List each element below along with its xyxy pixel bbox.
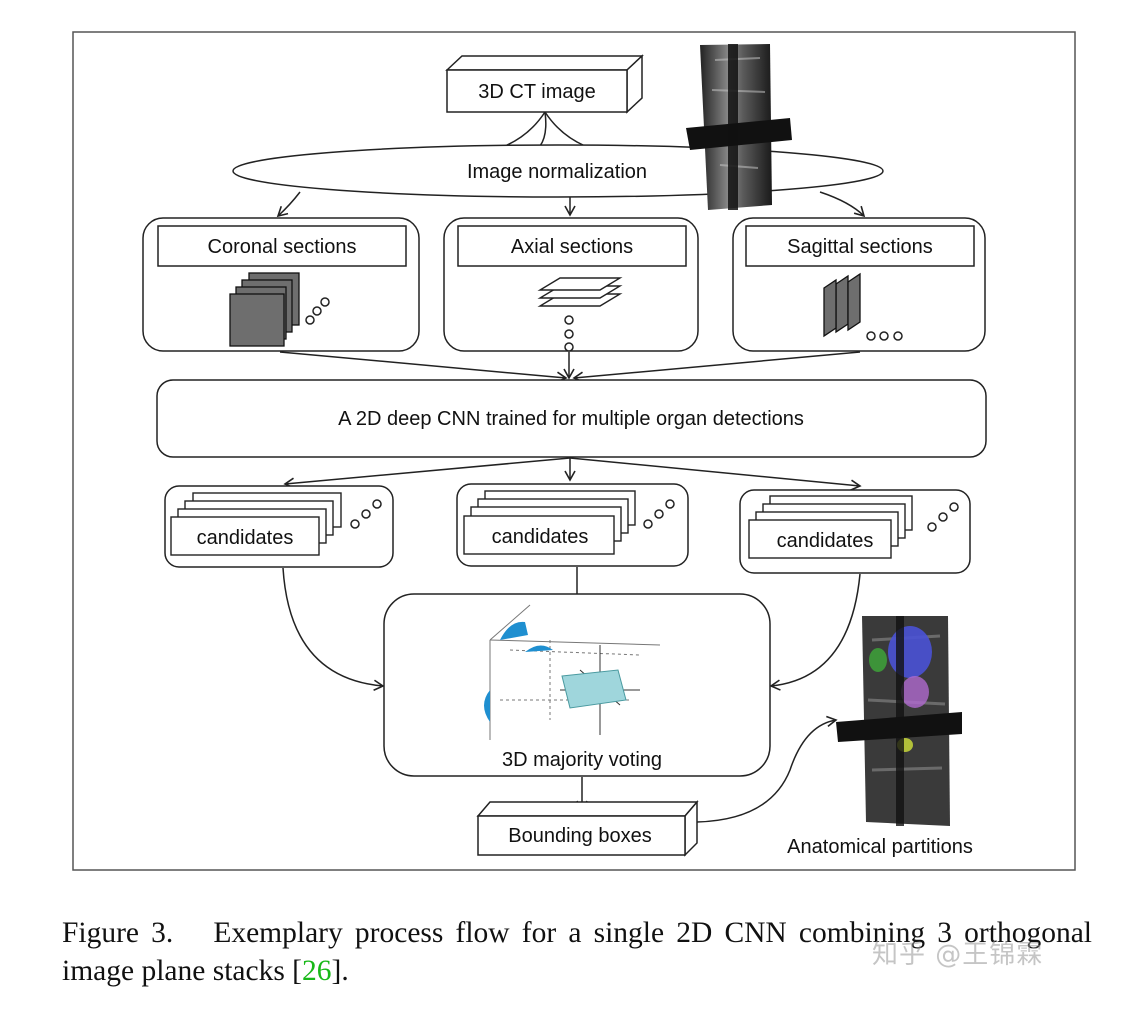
axial-stack-icon [537, 277, 623, 307]
sagittal-label: Sagittal sections [787, 236, 933, 258]
ct-image-label: 3D CT image [478, 81, 595, 103]
cnn-label: A 2D deep CNN trained for multiple organ… [338, 408, 804, 430]
caption-text-part2: ]. [331, 955, 349, 987]
candidates-group-2: candidates [456, 483, 689, 567]
boxes-to-partitions-arrow [696, 715, 838, 823]
ct-to-normalization-lines [504, 111, 586, 147]
coronal-panel: Coronal sections [142, 217, 420, 352]
figure-diagram: 3D CT image Image normalization Coronal … [72, 31, 1076, 871]
axial-ellipsis-icon [564, 315, 574, 352]
ct-scan-thumbnail [686, 44, 792, 210]
voting-histogram-left [484, 690, 490, 722]
normalization-to-sections-arrows [276, 191, 866, 218]
candidates-label-3: candidates [777, 530, 874, 552]
sagittal-stack-icon [823, 272, 861, 338]
ct-image-box: 3D CT image [445, 54, 644, 114]
voting-histogram-mid [525, 645, 553, 652]
caption-text-part1: Exemplary process flow for a single 2D C… [62, 917, 1092, 987]
watermark-text: 知乎 @王锦霖 [872, 940, 1044, 970]
cnn-to-candidates-arrows [283, 457, 862, 491]
voting-label: 3D majority voting [502, 749, 662, 771]
anatomical-partitions-thumbnail [836, 616, 962, 826]
anatomical-partitions-label: Anatomical partitions [787, 836, 973, 858]
bounding-boxes-label: Bounding boxes [508, 825, 651, 847]
coronal-label: Coronal sections [208, 236, 357, 258]
voting-histogram-top [500, 621, 528, 640]
sections-to-cnn-arrows [279, 351, 861, 383]
coronal-stack-icon [229, 272, 300, 347]
candidates-label-1: candidates [197, 527, 294, 549]
sagittal-panel: Sagittal sections [732, 217, 986, 352]
cnn-box [156, 379, 987, 458]
candidates-to-voting-connectors [282, 567, 861, 691]
candidates-group-3: candidates [739, 489, 971, 574]
sagittal-ellipsis-icon [866, 331, 903, 341]
candidates-label-2: candidates [492, 526, 589, 548]
bounding-boxes-box: Bounding boxes [476, 799, 699, 857]
normalization-label: Image normalization [467, 161, 647, 183]
axial-panel: Axial sections [443, 217, 699, 352]
coronal-ellipsis-icon [305, 297, 330, 325]
axial-label: Axial sections [511, 236, 633, 258]
caption-label: Figure 3. [62, 917, 174, 949]
voting-box-shape [561, 669, 627, 709]
voting-panel: 3D majority voting [383, 593, 771, 777]
figure-caption: Figure 3.Exemplary process flow for a si… [62, 914, 1092, 990]
caption-citation[interactable]: 26 [302, 955, 332, 987]
candidates-group-1: candidates [164, 485, 394, 568]
